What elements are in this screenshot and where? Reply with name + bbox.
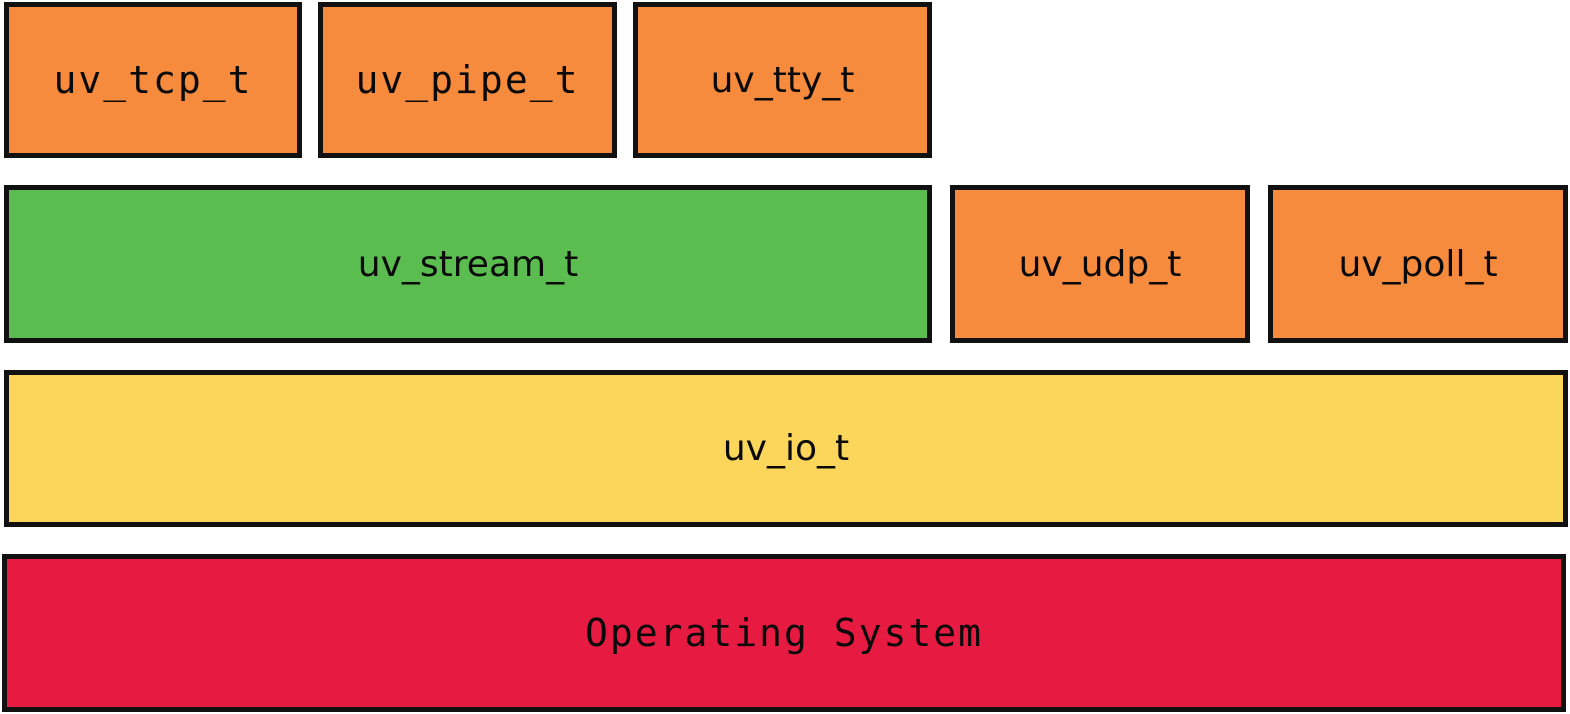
box-uv-poll-t: uv_poll_t (1268, 185, 1568, 343)
box-operating-system: Operating System (2, 554, 1566, 712)
box-label-uv-tcp-t: uv_tcp_t (53, 58, 253, 102)
box-uv-pipe-t: uv_pipe_t (318, 2, 617, 158)
box-label-uv-udp-t: uv_udp_t (1018, 243, 1182, 285)
box-uv-tcp-t: uv_tcp_t (4, 2, 302, 158)
box-uv-udp-t: uv_udp_t (950, 185, 1250, 343)
box-label-uv-pipe-t: uv_pipe_t (355, 58, 580, 102)
box-label-uv-tty-t: uv_tty_t (710, 59, 855, 101)
box-uv-tty-t: uv_tty_t (633, 2, 932, 158)
box-uv-stream-t: uv_stream_t (4, 185, 932, 343)
box-label-uv-io-t: uv_io_t (722, 428, 850, 469)
box-label-uv-poll-t: uv_poll_t (1338, 243, 1498, 285)
box-label-operating-system: Operating System (584, 611, 984, 655)
box-uv-io-t: uv_io_t (4, 370, 1568, 527)
box-label-uv-stream-t: uv_stream_t (357, 243, 579, 285)
